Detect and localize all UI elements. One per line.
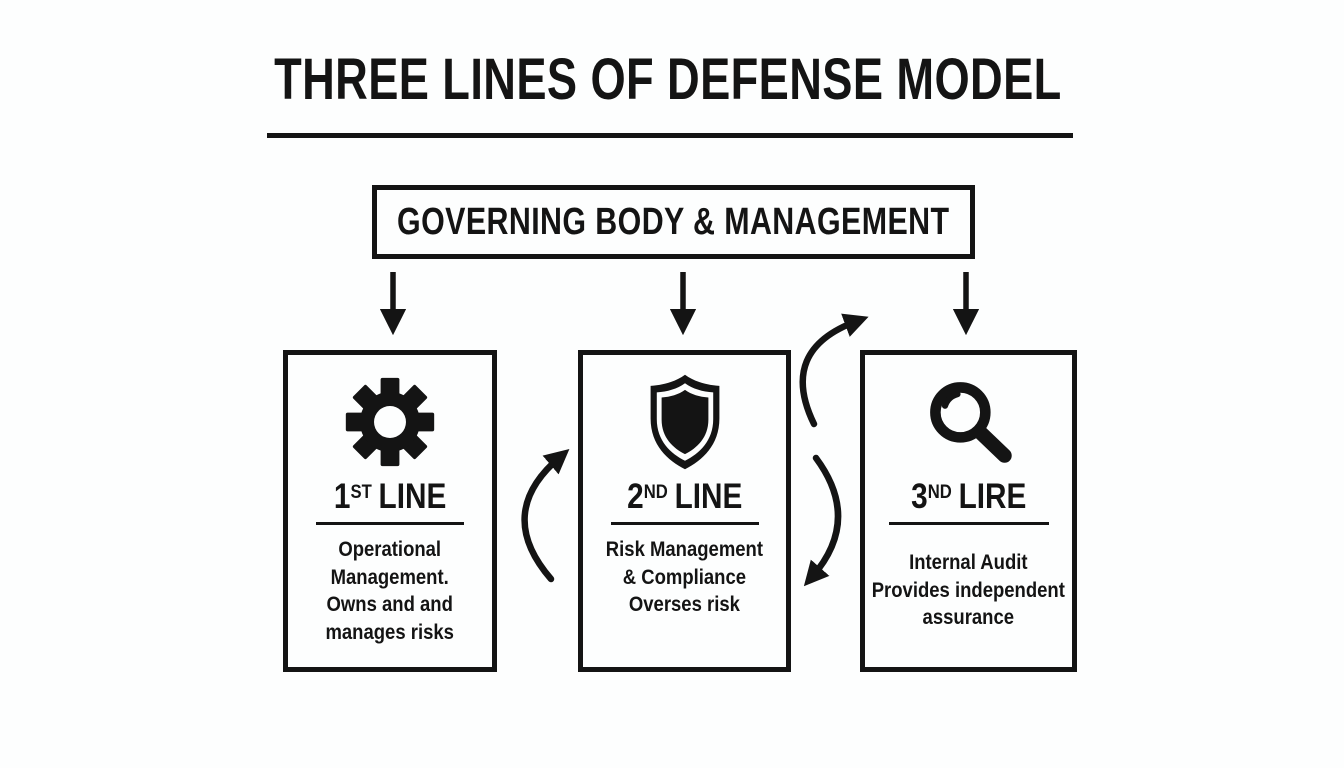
third-line-icon-wrap bbox=[917, 371, 1021, 473]
third-line-number: 3 bbox=[910, 477, 928, 516]
first-line-heading: 1ST LINE bbox=[334, 479, 446, 514]
gear-icon bbox=[345, 377, 435, 467]
second-line-heading: 2ND LINE bbox=[627, 479, 742, 514]
arrow-first-to-second-curved bbox=[521, 449, 570, 583]
page-title-text: THREE LINES OF DEFENSE MODEL bbox=[274, 47, 1062, 112]
first-line-ordinal: ST bbox=[350, 480, 372, 503]
governing-body-box: GOVERNING BODY & MANAGEMENT bbox=[372, 185, 975, 259]
second-line-description: Risk Management & Compliance Overses ris… bbox=[605, 537, 764, 617]
arrow-third-to-second-curved-down bbox=[803, 454, 842, 587]
governing-body-label: GOVERNING BODY & MANAGEMENT bbox=[397, 200, 950, 243]
arrow-second-to-third-curved-up bbox=[799, 313, 869, 428]
second-line-box: 2ND LINE Risk Management & Compliance Ove… bbox=[578, 350, 791, 672]
first-line-icon-wrap bbox=[343, 371, 437, 473]
third-line-box: 3ND LIRE Internal Audit Provides independ… bbox=[860, 350, 1077, 672]
first-line-heading-rule bbox=[316, 522, 464, 525]
third-line-ordinal: ND bbox=[927, 480, 952, 503]
first-line-number: 1 bbox=[333, 477, 351, 516]
magnifier-icon bbox=[929, 382, 1012, 463]
third-line-word: LIRE bbox=[958, 477, 1027, 516]
third-line-heading-rule bbox=[888, 522, 1049, 525]
first-line-box: 1ST LINE Operational Management. Owns and… bbox=[283, 350, 497, 672]
second-line-icon-wrap bbox=[642, 371, 728, 473]
first-line-word: LINE bbox=[378, 477, 447, 516]
title-underline bbox=[267, 133, 1073, 138]
third-line-description: Internal Audit Provides independent assu… bbox=[871, 550, 1066, 630]
second-line-word: LINE bbox=[674, 477, 743, 516]
second-line-heading-rule bbox=[610, 522, 759, 525]
second-line-ordinal: ND bbox=[643, 480, 668, 503]
first-line-description: Operational Management. Owns and and man… bbox=[325, 537, 455, 644]
shield-icon bbox=[650, 374, 719, 470]
third-line-heading: 3ND LIRE bbox=[911, 479, 1026, 514]
page-title: THREE LINES OF DEFENSE MODEL bbox=[0, 51, 1336, 109]
second-line-number: 2 bbox=[626, 477, 644, 516]
